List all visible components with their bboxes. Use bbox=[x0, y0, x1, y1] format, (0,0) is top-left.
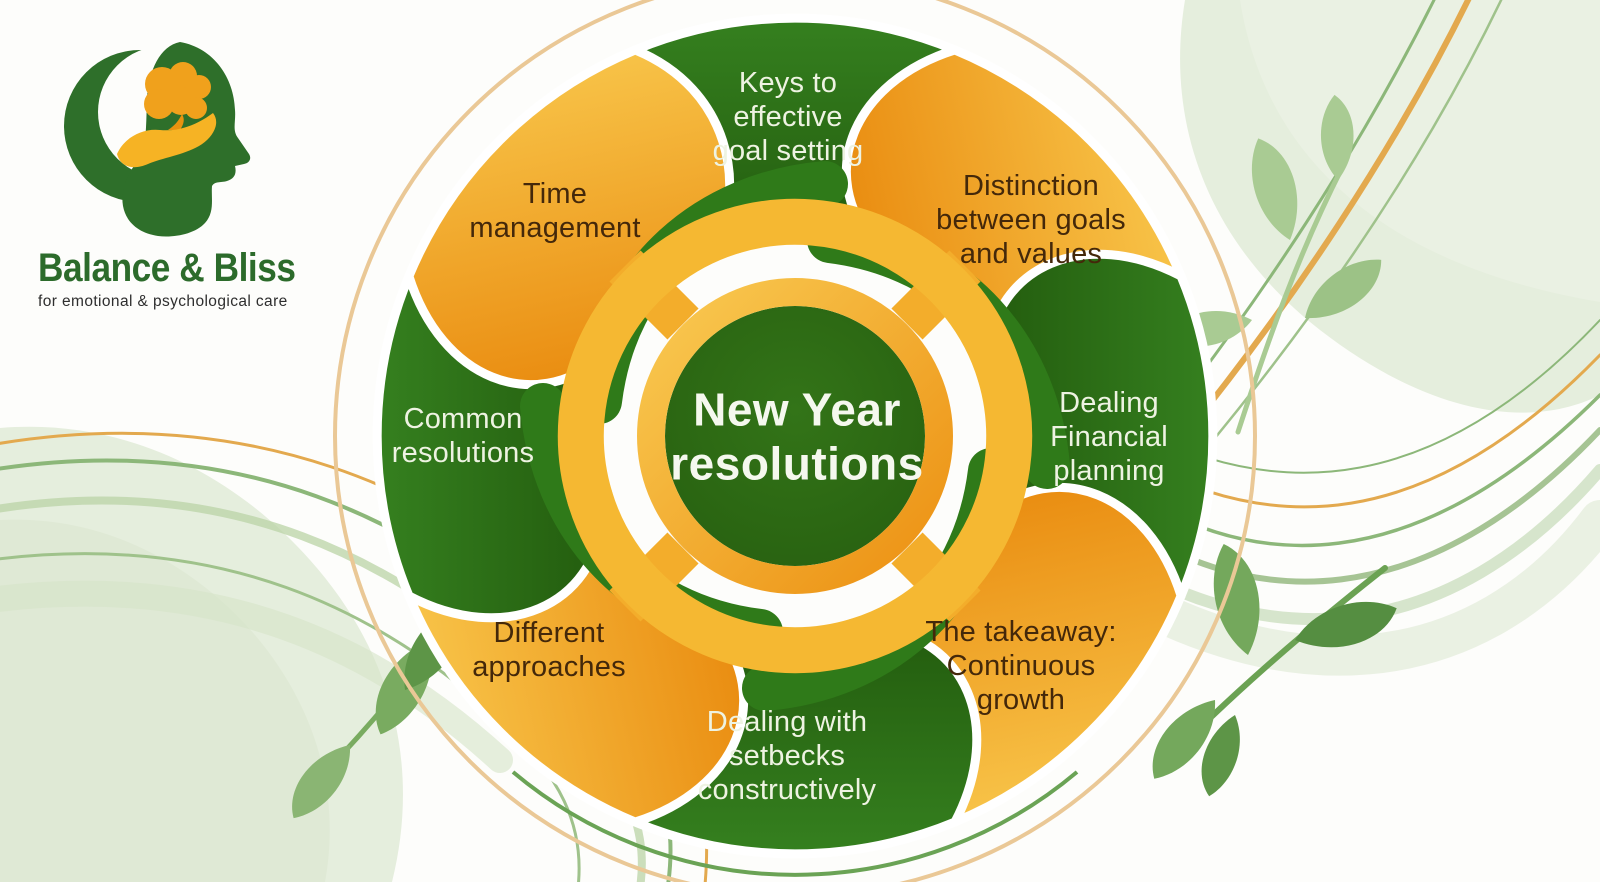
hand-icon bbox=[117, 113, 217, 168]
brain-icon bbox=[144, 62, 211, 130]
resolution-wheel bbox=[333, 0, 1257, 882]
leaf-sprig-lower-right bbox=[1135, 543, 1397, 797]
center-ring bbox=[637, 278, 953, 594]
outer-thin-green-arc bbox=[511, 770, 1079, 877]
brand-logo-mark bbox=[64, 42, 251, 237]
outer-thin-ring bbox=[333, 0, 1257, 882]
center-disc bbox=[665, 306, 925, 566]
leaf-sprig-upper-right bbox=[1165, 94, 1386, 435]
